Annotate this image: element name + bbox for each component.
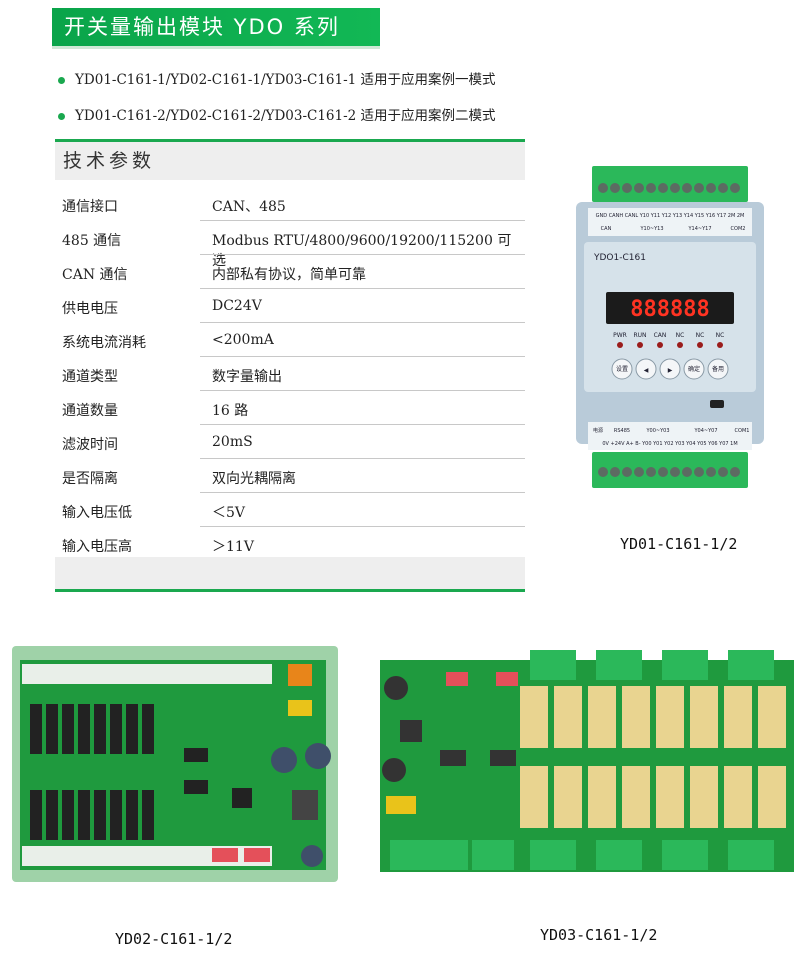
top-group-com2: COM2 (731, 226, 746, 232)
spec-value: Modbus RTU/4800/9600/19200/115200 可选 (212, 233, 512, 269)
product-photo-yd02 (12, 646, 338, 882)
spec-label: 485 通信 (62, 233, 122, 249)
spec-row: 系统电流消耗 <200mA (55, 323, 525, 357)
product-caption-yd03: YD03-C161-1/2 (540, 926, 658, 944)
led-label: CAN (654, 332, 667, 339)
bottom-group-y04: Y04~Y07 (693, 428, 717, 434)
spec-row: 滤波时间 20mS (55, 425, 525, 459)
spec-row: 输入电压高 ＞11V (55, 527, 525, 561)
button-label: 备用 (712, 365, 724, 373)
spec-label: 供电电压 (62, 301, 118, 317)
spec-label: CAN 通信 (62, 267, 128, 283)
top-group-y10: Y10~Y13 (639, 226, 663, 232)
spec-label: 通信接口 (62, 199, 118, 215)
spec-bottom-rule (55, 589, 525, 592)
spec-value: <200mA (212, 332, 274, 348)
led-label: NC (676, 332, 685, 339)
product-photo-yd03 (380, 650, 794, 872)
spec-row: 是否隔离 双向光耦隔离 (55, 459, 525, 493)
bullet-dot-icon (58, 113, 65, 120)
spec-label: 通道类型 (62, 369, 118, 385)
bullet-text: YD01-C161-2/YD02-C161-2/YD03-C161-2 适用于应… (75, 108, 496, 124)
spec-label: 是否隔离 (62, 471, 118, 487)
spec-title: 技术参数 (55, 142, 525, 180)
spec-footer (55, 557, 525, 589)
bottom-terminal-labels: 0V +24V A+ B- Y00 Y01 Y02 Y03 Y04 Y05 Y0… (602, 441, 737, 447)
spec-label: 输入电压低 (62, 505, 132, 521)
spec-label: 通道数量 (62, 403, 118, 419)
bottom-group-rs485: RS485 (614, 428, 630, 434)
product-photo-yd01: GND CANH CANL Y10 Y11 Y12 Y13 Y14 Y15 Y1… (576, 166, 764, 488)
top-group-y14: Y14~Y17 (687, 226, 711, 232)
spec-value: 数字量输出 (212, 369, 282, 385)
bullet-text: YD01-C161-1/YD02-C161-1/YD03-C161-1 适用于应… (75, 72, 496, 88)
banner-underline (52, 46, 380, 49)
spec-label: 输入电压高 (62, 539, 132, 555)
bullet-dot-icon (58, 77, 65, 84)
led-label: RUN (633, 332, 646, 339)
seven-segment-display: 888888 (630, 297, 709, 322)
bottom-group-power: 电源 (593, 427, 603, 434)
bullet-item-1: YD01-C161-1/YD02-C161-1/YD03-C161-1 适用于应… (58, 68, 496, 88)
spec-row: 供电电压 DC24V (55, 289, 525, 323)
device-model-label: YDO1-C161 (593, 253, 646, 263)
product-caption-yd01: YD01-C161-1/2 (620, 535, 738, 553)
spec-value: 16 路 (212, 403, 249, 419)
spec-row: 通道数量 16 路 (55, 391, 525, 425)
bottom-group-com1: COM1 (735, 428, 750, 434)
spec-top-rule (55, 139, 525, 142)
spec-value: 20mS (212, 434, 253, 450)
led-label: NC (716, 332, 725, 339)
spec-value: 双向光耦隔离 (212, 471, 296, 487)
led-label: NC (696, 332, 705, 339)
spec-value: DC24V (212, 298, 262, 314)
button-label: 设置 (616, 365, 628, 373)
spec-row: 通信接口 CAN、485 (55, 187, 525, 221)
section-banner: 开关量输出模块 YDO 系列 (52, 8, 380, 46)
bottom-group-y00: Y00~Y03 (645, 428, 669, 434)
button-label: ▶ (668, 367, 673, 374)
top-group-can: CAN (601, 226, 612, 232)
spec-label: 滤波时间 (62, 437, 118, 453)
spec-row: CAN 通信 内部私有协议，简单可靠 (55, 255, 525, 289)
spec-label: 系统电流消耗 (62, 335, 146, 351)
spec-value: ＜5V (212, 505, 246, 521)
spec-row: 通道类型 数字量输出 (55, 357, 525, 391)
spec-value: 内部私有协议，简单可靠 (212, 267, 366, 283)
led-label: PWR (613, 332, 627, 339)
spec-value: ＞11V (212, 539, 254, 555)
spec-row: 485 通信 Modbus RTU/4800/9600/19200/115200 … (55, 221, 525, 269)
product-caption-yd02: YD02-C161-1/2 (115, 930, 233, 948)
button-label: ◀ (644, 367, 649, 374)
top-terminal-labels: GND CANH CANL Y10 Y11 Y12 Y13 Y14 Y15 Y1… (596, 213, 745, 219)
spec-value: CAN、485 (212, 199, 286, 215)
button-label: 确定 (688, 365, 700, 373)
bullet-item-2: YD01-C161-2/YD02-C161-2/YD03-C161-2 适用于应… (58, 104, 496, 124)
spec-row: 输入电压低 ＜5V (55, 493, 525, 527)
